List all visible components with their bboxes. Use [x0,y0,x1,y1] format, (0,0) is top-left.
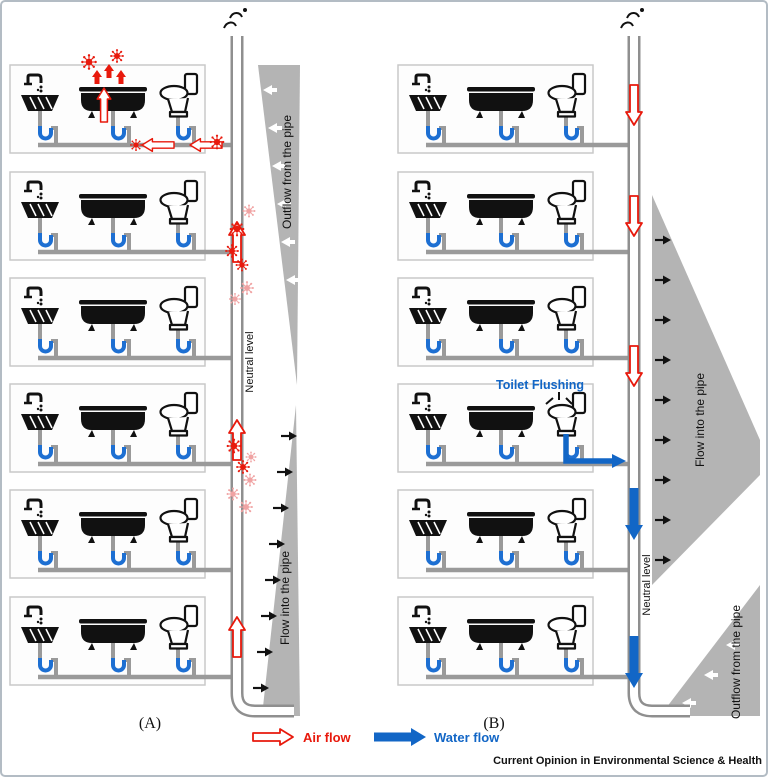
water-flow-arrowhead [612,454,626,468]
inflow-region-a: Flow into the pipe [251,405,300,716]
virus-icon [226,487,240,501]
virus-icon [243,473,257,487]
floor-unit [398,172,628,260]
panel-b-letter: (B) [483,715,504,732]
toilet-flushing-label: Toilet Flushing [496,378,584,392]
inflow-label-b: Flow into the pipe [693,373,707,467]
floor-unit [398,597,628,685]
neutral-level-label-a: Neutral level [244,331,256,392]
outflow-label-a: Outflow from the pipe [280,115,294,229]
panel-a-letter: (A) [139,715,161,732]
outflow-region-b: Outflow from the pipe [660,585,760,719]
panel-a: Outflow from the pipe Flow into the pipe [10,7,300,718]
inflow-label-a: Flow into the pipe [278,551,292,645]
virus-icon [80,53,98,71]
floor-unit [10,172,240,260]
virus-icon [239,280,255,296]
toilet-flushing-group: Toilet Flushing [496,378,626,468]
virus-icon [235,258,249,272]
legend: (A) (B) Air flow Water flow Current Opin… [139,715,762,767]
inflow-region-b: Flow into the pipe [652,195,760,585]
neutral-level-label-b: Neutral level [641,554,653,615]
outflow-label-b: Outflow from the pipe [729,605,743,719]
virus-icon [228,292,242,306]
stack-pipe-b [627,36,690,718]
floor-unit [10,384,240,472]
virus-icon [229,221,245,237]
water-flow-pipe [563,434,612,464]
floor-unit [10,65,240,153]
virus-icon [224,243,240,259]
floor-unit [398,490,628,578]
virus-icon [209,134,225,150]
panel-b: Flow into the pipe Outflow from the pipe… [398,7,760,719]
virus-icon [129,138,143,152]
water-flow-legend-label: Water flow [434,730,500,745]
floor-unit [398,65,628,153]
virus-icon [238,499,254,515]
virus-icon [242,204,256,218]
outflow-region-a: Outflow from the pipe [258,65,300,385]
stack-pipe-a [230,36,294,718]
floor-unit [10,490,240,578]
virus-icon [226,438,242,454]
virus-icon [235,459,251,475]
floor-unit [10,597,240,685]
air-flow-legend-label: Air flow [303,730,352,745]
journal-name: Current Opinion in Environmental Science… [493,755,762,767]
virus-icon [245,451,257,463]
virus-icon [109,48,125,64]
flush-motion-lines [545,392,573,405]
floor-unit [398,278,628,366]
floor-unit [10,278,240,366]
